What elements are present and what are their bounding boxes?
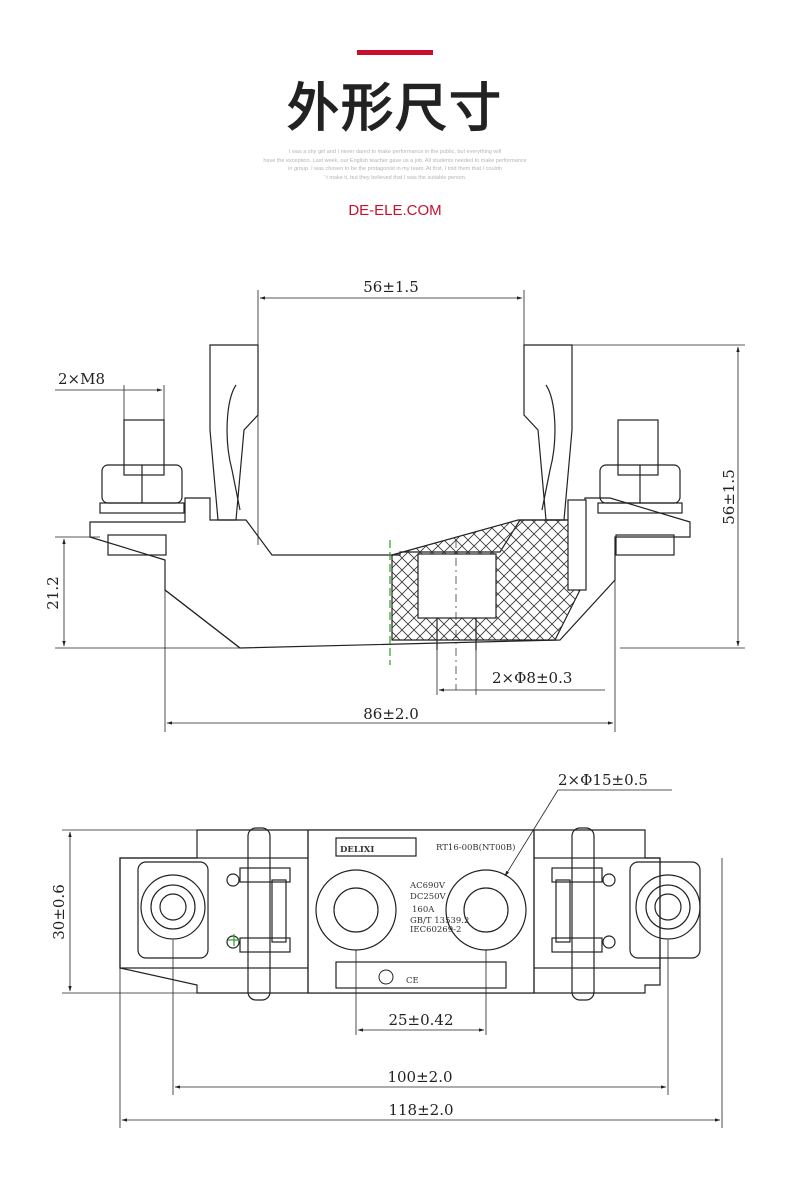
label-model: RT16-00B(NT00B) [436, 842, 515, 853]
dim-overall-width: 118±2.0 [388, 1101, 453, 1119]
left-nut-bottom [107, 534, 167, 556]
label-ac: AC690V [409, 881, 446, 891]
brand-url: DE-ELE.COM [348, 202, 442, 219]
left-clip [247, 827, 271, 1001]
dim-left-height: 21.2 [44, 576, 62, 609]
label-dc: DC250V [410, 892, 447, 902]
right-clip-rivet [602, 873, 616, 887]
left-clip-rivet [226, 935, 240, 949]
label-brand: DELIXI [340, 845, 374, 855]
top-view [62, 789, 723, 1128]
caption-line: ' t make it, but they believed that I wa… [323, 175, 467, 182]
retaining-screw [567, 499, 587, 591]
label-marks: CE [406, 976, 419, 986]
dim-hole-diameter: 2×Φ15±0.5 [558, 771, 648, 789]
label-standard-1: GB/T 13539.2 [410, 916, 469, 926]
ccc-mark-icon [378, 969, 394, 985]
right-clip-bar [551, 867, 603, 883]
left-clip-rivet [226, 873, 240, 887]
left-terminal-bolt [159, 893, 187, 921]
right-spring-wire [541, 384, 556, 511]
left-spring-wire [226, 384, 241, 511]
dim-right-height: 56±1.5 [720, 469, 738, 525]
cert-label-panel [335, 961, 507, 989]
right-terminal-nut [635, 874, 701, 940]
left-washer [99, 502, 185, 514]
dim-hole: 2×Φ8±0.3 [492, 669, 572, 687]
brand-label-panel [335, 837, 417, 857]
dim-top-height: 30±0.6 [50, 884, 68, 940]
caption-text: I was a shy girl and I never dared to ma… [205, 148, 585, 183]
right-mounting-hole-inner [463, 887, 509, 933]
left-clip-bar [239, 867, 291, 883]
left-clip-spring [271, 879, 287, 943]
right-clip-bar [551, 937, 603, 953]
title-accent-bar [357, 50, 433, 55]
right-contact-blade [523, 344, 573, 521]
right-clip-rivet [602, 935, 616, 949]
right-nut-bottom [615, 534, 675, 556]
side-view [55, 290, 745, 732]
right-clip-spring [555, 879, 571, 943]
dim-hole-spacing: 25±0.42 [388, 1011, 453, 1029]
right-clip [571, 827, 595, 1001]
hole-leader-line [504, 789, 559, 877]
left-clip-bar [239, 937, 291, 953]
label-standard-2: IEC60269-2 [410, 925, 461, 935]
dim-top-width: 56±1.5 [363, 278, 419, 296]
left-contact-blade [209, 344, 259, 521]
dim-inner-width: 100±2.0 [387, 1068, 452, 1086]
caption-line: I was a shy girl and I never dared to ma… [288, 149, 502, 155]
left-terminal-nut [140, 874, 206, 940]
label-current: 160A [412, 905, 435, 915]
left-terminal-washer [150, 884, 196, 930]
right-bolt-shaft [617, 419, 659, 476]
page-title: 外形尺寸 [286, 79, 503, 139]
left-mounting-hole-inner [333, 887, 379, 933]
right-terminal-bolt [654, 893, 682, 921]
right-terminal-washer [645, 884, 691, 930]
caption-line: in group. I was chosen to be the protago… [288, 166, 502, 173]
caption-line: have the exception. Last week, our Engli… [263, 157, 527, 164]
right-washer [597, 502, 683, 514]
left-bolt-shaft [123, 419, 165, 476]
mounting-hole-bore [417, 553, 497, 619]
dim-base-width: 86±2.0 [363, 705, 419, 723]
chamfer-edge [164, 589, 241, 649]
dim-bolt-size: 2×M8 [58, 370, 105, 388]
